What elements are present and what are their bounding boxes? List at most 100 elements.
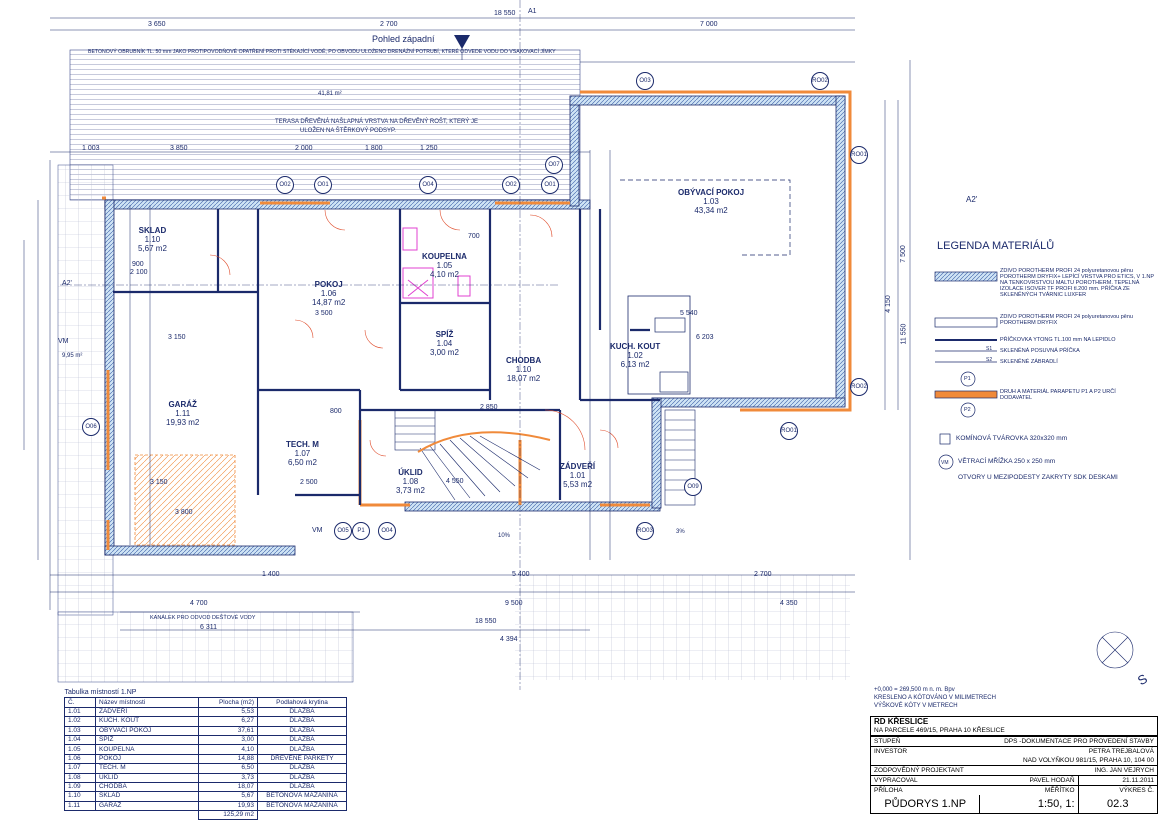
table-cell: ÚKLID bbox=[95, 772, 199, 783]
room-sklad-name: SKLAD bbox=[138, 226, 167, 235]
room-uklid-name: ÚKLID bbox=[398, 468, 423, 477]
stair-rail bbox=[664, 409, 696, 506]
table-cell: 14,88 bbox=[198, 753, 258, 765]
legend-vm: VM bbox=[941, 460, 949, 466]
table-cell: OBÝVACÍ POKOJ bbox=[95, 725, 199, 736]
table-cell: 1.09 bbox=[64, 781, 96, 793]
tb-scale-label: MĚŘÍTKO bbox=[1044, 787, 1075, 794]
section-a1: A1 bbox=[528, 8, 537, 15]
room-tech-num: 1.07 bbox=[294, 449, 311, 458]
marker-o01b: O01 bbox=[541, 176, 559, 194]
section-a2-left: A2' bbox=[62, 280, 72, 287]
tb-stage-label: STUPEŇ bbox=[870, 736, 980, 747]
table-cell: 1.07 bbox=[64, 763, 96, 774]
marker-o02b: O02 bbox=[502, 176, 520, 194]
legend-p2-circle bbox=[960, 402, 976, 418]
dim-3150: 3 150 bbox=[168, 334, 186, 341]
room-kuch-num: 1.02 bbox=[627, 351, 643, 360]
legend-swatches bbox=[934, 271, 998, 399]
table-cell: 5,53 bbox=[198, 706, 258, 718]
kitchen-sink bbox=[654, 317, 686, 333]
room-sklad-area: 5,67 m2 bbox=[138, 244, 167, 253]
ceiling-outline bbox=[620, 179, 791, 256]
legend-item-5: SKLENĚNÉ ZÁBRADLÍ bbox=[1000, 359, 1058, 365]
marker-o06: O06 bbox=[82, 418, 100, 436]
room-obyvaci-area: 43,34 m2 bbox=[694, 206, 728, 215]
dim-11550: 11 550 bbox=[900, 323, 908, 345]
terrace-deck bbox=[69, 49, 581, 201]
table-cell: POKOJ bbox=[95, 753, 199, 765]
room-pokoj-num: 1.06 bbox=[320, 289, 337, 298]
room-pokoj-name: POKOJ bbox=[314, 280, 343, 289]
dim-4550: 4 550 bbox=[446, 478, 464, 485]
room-garaz-num: 1.11 bbox=[175, 409, 191, 418]
room-obyvaci-pokoj: OBÝVACÍ POKOJ 1.03 43,34 m2 bbox=[678, 188, 744, 215]
room-tech-area: 6,50 m2 bbox=[287, 458, 317, 467]
table-cell: 1.04 bbox=[64, 734, 96, 746]
table-cell: 1.11 bbox=[64, 800, 96, 812]
room-spiz-name: SPÍŽ bbox=[435, 330, 454, 339]
table-cell: 1.10 bbox=[64, 791, 96, 802]
room-uklid: ÚKLID 1.08 3,73 m2 bbox=[396, 468, 425, 495]
dim-1400: 1 400 bbox=[262, 571, 280, 578]
marker-o04b: O04 bbox=[378, 522, 396, 540]
dim-4150: 4 150 bbox=[884, 295, 892, 313]
bathroom-fixtures bbox=[402, 227, 471, 299]
th-name: Název místnosti bbox=[95, 697, 199, 708]
tb-sheet: 02.3 bbox=[1077, 795, 1158, 814]
room-zadveri-num: 1.01 bbox=[569, 471, 586, 480]
room-zadveri-area: 5,53 m2 bbox=[563, 480, 593, 489]
marker-o01: O01 bbox=[314, 176, 332, 194]
room-garaz: GARÁŽ 1.11 19,93 m2 bbox=[166, 400, 199, 427]
room-table: Tabulka místností 1.NP Č. Název místnost… bbox=[64, 689, 347, 821]
table-cell: 1.05 bbox=[64, 744, 96, 755]
tb-parcel: NA PARCELE 469/15, PRAHA 10 KŘESLICE bbox=[870, 726, 1158, 737]
marker-ro01-right: RO01 bbox=[850, 146, 868, 164]
vm-left: VM bbox=[58, 338, 69, 345]
tb-designer: ING. JAN VEJRYCH bbox=[979, 765, 1158, 776]
marker-o09: O09 bbox=[684, 478, 702, 496]
room-koupelna-area: 4,10 m2 bbox=[429, 270, 459, 279]
th-num: Č. bbox=[64, 697, 96, 708]
table-cell: BETONOVÁ MAZANINA bbox=[257, 800, 347, 812]
tb-project: RD KŘESLICE bbox=[874, 717, 929, 726]
dim-2100: 2 100 bbox=[130, 269, 148, 276]
bottom-paving bbox=[57, 611, 354, 683]
tb-investor-name: PETRA TREJBALOVÁ bbox=[1088, 748, 1154, 755]
table-cell: 1.02 bbox=[64, 716, 96, 727]
marker-ro02: RO02 bbox=[811, 72, 829, 90]
th-floor: Podlahová krytina bbox=[257, 697, 347, 708]
room-chodba-area: 18,07 m2 bbox=[506, 374, 541, 383]
table-cell: DLAŽBA bbox=[257, 781, 347, 793]
dim-7000: 7 000 bbox=[700, 21, 718, 28]
room-kuch-area: 6,13 m2 bbox=[620, 360, 650, 369]
legend-item-6: DRUH A MATERIÁL PARAPETU P1 A P2 URČÍ DO… bbox=[1000, 389, 1116, 401]
dim-18550b: 18 550 bbox=[475, 618, 497, 625]
room-koupelna-name: KOUPELNA bbox=[422, 252, 467, 261]
marker-o03: O03 bbox=[636, 72, 654, 90]
marker-pd: P1 bbox=[352, 522, 370, 540]
room-table-title: Tabulka místností 1.NP bbox=[64, 689, 137, 697]
interior-walls bbox=[113, 209, 660, 505]
table-cell: DLAŽBA bbox=[257, 725, 347, 736]
tb-stage-value: DPS -DOKUMENTACE PRO PROVEDENÍ STAVBY bbox=[979, 736, 1158, 747]
legend-item-3: PŘÍČKOVKA YTONG TL.100 mm NA LEPIDLO bbox=[1000, 337, 1116, 343]
table-cell: 6,50 bbox=[198, 763, 258, 774]
dim-6311: 6 311 bbox=[200, 624, 217, 631]
dim-3800: 3 800 bbox=[175, 509, 193, 516]
small-area: 9,95 m² bbox=[62, 353, 83, 359]
table-cell: DLAŽBA bbox=[257, 734, 347, 746]
legend-p1: P1 bbox=[964, 376, 971, 382]
dim-1800: 1 800 bbox=[365, 145, 383, 152]
exterior-walls bbox=[104, 95, 846, 556]
table-cell: 3,00 bbox=[198, 734, 258, 746]
room-chodba-name: CHODBA bbox=[506, 356, 542, 365]
